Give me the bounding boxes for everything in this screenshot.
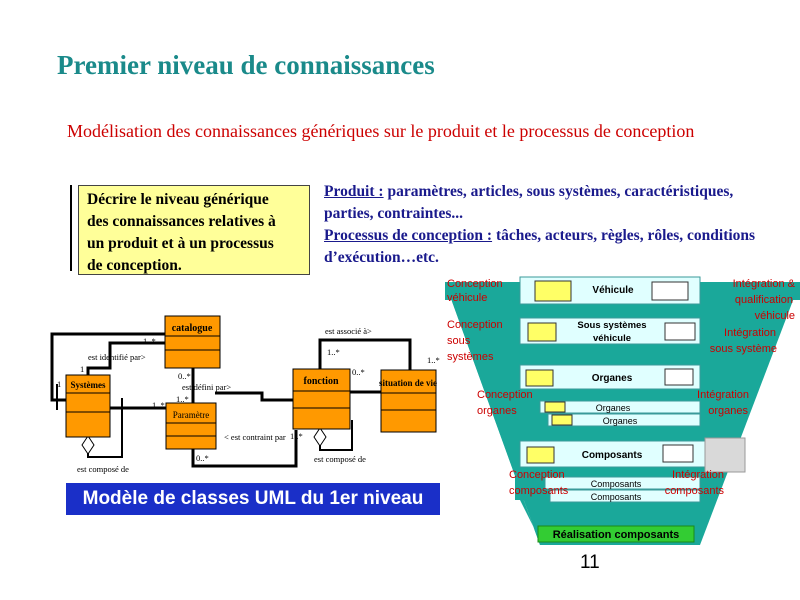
- v-left-label: véhicule: [447, 292, 487, 304]
- component-icon: [525, 369, 554, 387]
- multiplicity: 1..*: [176, 394, 189, 404]
- component-icon: [527, 322, 557, 342]
- sub-level-box: [549, 489, 701, 503]
- assoc-label: est composé de: [314, 454, 366, 464]
- v-left-label: Conception: [477, 389, 533, 401]
- class-name: Systèmes: [71, 380, 106, 390]
- stacked-pages: [704, 437, 746, 473]
- v-left-label: systèmes: [447, 351, 494, 363]
- v-right-label: Intégration: [697, 389, 749, 401]
- realisation-box: [537, 525, 695, 543]
- sub-level-label: Organes: [603, 416, 638, 426]
- multiplicity: 1..*: [143, 336, 156, 346]
- v-left-label: sous: [447, 335, 471, 347]
- class-situation-de-vie: situation de vie: [379, 369, 437, 433]
- component-icon: [551, 414, 573, 426]
- sub-level-box: [547, 413, 701, 427]
- note-line: de conception.: [87, 257, 182, 274]
- class-name: catalogue: [172, 323, 213, 334]
- v-right-label: Intégration: [672, 469, 724, 481]
- component-icon: [662, 444, 694, 463]
- level-label: véhicule: [593, 333, 631, 344]
- assoc-label: est associé à>: [325, 326, 372, 336]
- level-label: Composants: [582, 450, 643, 461]
- component-icon: [651, 281, 689, 301]
- class-systemes: Systèmes: [65, 374, 111, 438]
- v-right-label: composants: [665, 485, 725, 497]
- aggregation-diamond: [313, 427, 327, 447]
- sub-level-label: Composants: [591, 479, 642, 489]
- multiplicity: 1..*: [427, 355, 440, 365]
- processus-text: tâches, acteurs, règles, rôles, conditio…: [324, 227, 756, 266]
- sub-level-box: [544, 476, 701, 490]
- component-icon: [526, 446, 555, 464]
- v-right-label: qualification: [735, 294, 793, 306]
- multiplicity: 0..*: [352, 367, 365, 377]
- note-line: des connaissances relatives à: [87, 213, 276, 230]
- produit-text: paramètres, articles, sous systèmes, car…: [324, 183, 734, 222]
- v-right-label: organes: [708, 405, 748, 417]
- assoc-line-defini: [215, 391, 293, 402]
- multiplicity: 1..*: [290, 431, 303, 441]
- assoc-label: < est contraint par: [224, 432, 286, 442]
- assoc-label: est composé de: [77, 464, 129, 474]
- produit-label: Produit :: [324, 183, 384, 200]
- yellow-note-box: Décrire le niveau générique des connaiss…: [78, 185, 310, 275]
- v-left-label: composants: [509, 485, 569, 497]
- note-line: Décrire le niveau générique: [87, 191, 269, 208]
- assoc-line-contraint: [191, 430, 298, 468]
- multiplicity: 1..*: [152, 400, 165, 410]
- level-label: Sous systèmes: [577, 320, 646, 331]
- slide-subtitle: Modélisation des connaissances générique…: [67, 121, 695, 141]
- page-number: 11: [580, 552, 600, 573]
- realisation-label: Réalisation composants: [553, 529, 680, 541]
- class-name: Paramètre: [173, 410, 209, 420]
- v-left-label: Conception: [447, 319, 503, 331]
- assoc-label: est identifié par>: [88, 352, 146, 362]
- sub-level-label: Composants: [591, 492, 642, 502]
- component-icon: [544, 401, 566, 413]
- class-catalogue: catalogue: [164, 315, 221, 369]
- v-left-label: Conception: [447, 278, 503, 290]
- left-bracket: [70, 185, 72, 271]
- v-left-label: organes: [477, 405, 517, 417]
- multiplicity: 0..*: [196, 453, 209, 463]
- v-cycle-diagram: Véhicule Sous systèmes véhicule Organes …: [445, 276, 800, 545]
- description-block: Produit : paramètres, articles, sous sys…: [324, 181, 764, 269]
- level-label: Véhicule: [592, 285, 634, 296]
- class-parametre: Paramètre: [165, 402, 217, 450]
- note-line: un produit et à un processus: [87, 235, 274, 252]
- multiplicity: 1: [57, 379, 61, 389]
- class-name: situation de vie: [379, 378, 437, 388]
- v-right-label: Intégration &: [733, 278, 796, 290]
- component-icon: [534, 280, 572, 302]
- v-left-label: Conception: [509, 469, 565, 481]
- aggregation-diamond: [81, 435, 95, 455]
- component-icon: [664, 322, 696, 341]
- class-name: fonction: [304, 376, 339, 387]
- multiplicity: 1..*: [327, 347, 340, 357]
- component-icon: [664, 368, 694, 386]
- assoc-line-sys-cat: [50, 332, 165, 402]
- v-right-label: véhicule: [755, 310, 795, 322]
- v-right-label: sous système: [710, 343, 777, 355]
- processus-label: Processus de conception :: [324, 227, 493, 244]
- sub-level-box: [539, 400, 701, 414]
- v-right-label: Intégration: [724, 327, 776, 339]
- multiplicity: 1: [80, 364, 84, 374]
- level-label: Organes: [592, 373, 633, 384]
- uml-caption: Modèle de classes UML du 1er niveau: [66, 483, 440, 515]
- sub-level-label: Organes: [596, 403, 631, 413]
- class-fonction: fonction: [292, 368, 351, 430]
- slide-title: Premier niveau de connaissances: [57, 50, 435, 80]
- assoc-line-associe: [318, 338, 412, 370]
- assoc-label: est défini par>: [182, 382, 231, 392]
- multiplicity: 0..*: [178, 371, 191, 381]
- assoc-line-identifie: [86, 341, 165, 383]
